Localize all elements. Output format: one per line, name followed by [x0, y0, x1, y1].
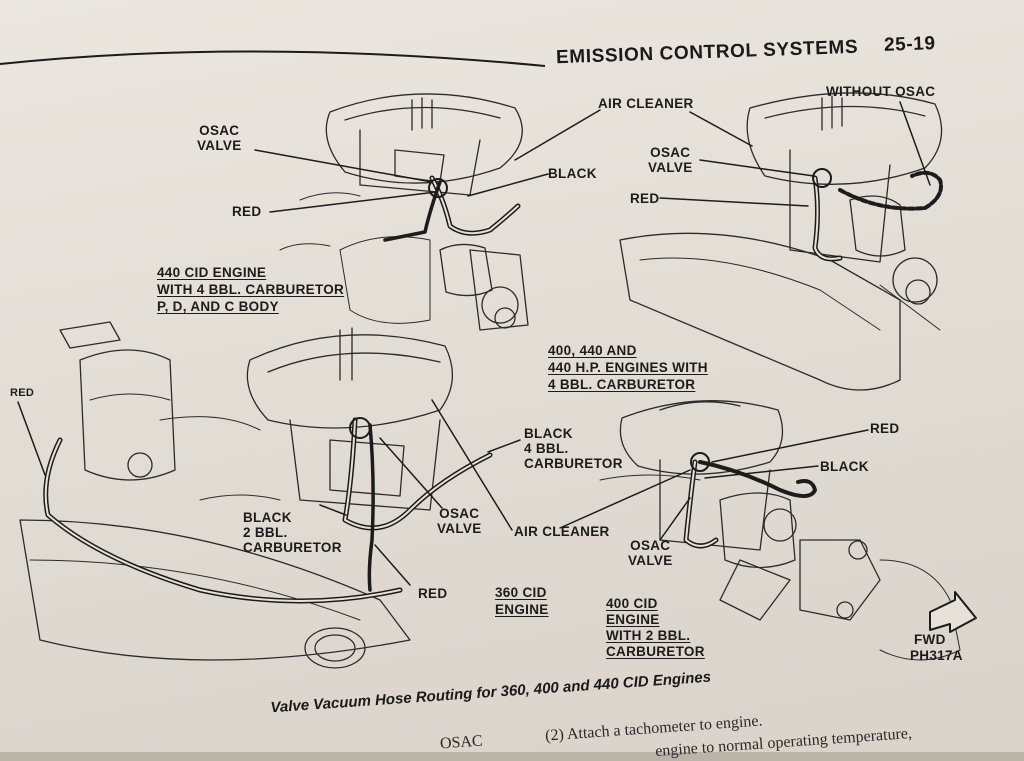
label-osac-valve-top-left: OSAC VALVE [197, 123, 242, 153]
osac-valve-top-right [812, 168, 832, 188]
hose-black-top-right-inner [814, 177, 841, 260]
label-red-bottom-left: RED [418, 586, 448, 601]
body-partial-left: OSAC [439, 732, 484, 753]
label-black-2bbl: BLACK 2 BBL. CARBURETOR [243, 510, 342, 555]
label-air-cleaner-top: AIR CLEANER [598, 96, 694, 111]
osac-valve-bottom-right [690, 452, 710, 472]
hose-red-top-left [383, 180, 442, 242]
label-engine-top-left: 440 CID ENGINE WITH 4 BBL. CARBURETOR P,… [157, 265, 345, 314]
label-engine-top-right: 400, 440 AND 440 H.P. ENGINES WITH 4 BBL… [548, 343, 708, 392]
label-engine-bottom-right: 400 CID ENGINE WITH 2 BBL. CARBURETOR [606, 596, 705, 659]
label-red-top-right: RED [630, 191, 660, 206]
label-osac-valve-bottom-left: OSAC VALVE [437, 506, 482, 536]
label-red-top-left: RED [232, 204, 262, 219]
engine-top-right-drawing [619, 92, 943, 391]
label-red-coil: RED [10, 387, 35, 399]
label-osac-valve-top-right: OSAC VALVE [648, 145, 693, 175]
label-air-cleaner-bottom: AIR CLEANER [514, 524, 610, 539]
hose-red-bottom-right [698, 460, 817, 498]
label-osac-valve-bottom-right: OSAC VALVE [628, 538, 673, 568]
label-red-bottom-right: RED [870, 421, 900, 436]
label-black-bottom-right: BLACK [820, 459, 869, 474]
label-without-osac: WITHOUT OSAC [826, 84, 936, 99]
osac-valve-bottom-left [349, 417, 371, 439]
engine-bottom-left-drawing [19, 321, 454, 669]
hose-red-bottom-left [367, 423, 375, 592]
label-fwd: FWD [914, 632, 946, 647]
osac-valve-top-left [428, 178, 448, 198]
fwd-arrow-icon [929, 591, 977, 633]
label-engine-bottom-left: 360 CID ENGINE [495, 585, 549, 617]
hose-black-bottom-right-inner [685, 461, 717, 547]
leader-lines [17, 101, 931, 586]
hose-red-coil-inner [44, 439, 401, 602]
figure-code: PH317A [910, 648, 963, 663]
hose-black-top-left-inner [431, 177, 519, 235]
hose-black-bottom-left-inner [344, 419, 491, 529]
label-black-4bbl: BLACK 4 BBL. CARBURETOR [524, 426, 623, 471]
engine-top-left-drawing [279, 93, 529, 331]
label-black-top-left: BLACK [548, 166, 597, 181]
hose-black-top-right [812, 175, 843, 262]
hose-without-osac [838, 170, 943, 211]
